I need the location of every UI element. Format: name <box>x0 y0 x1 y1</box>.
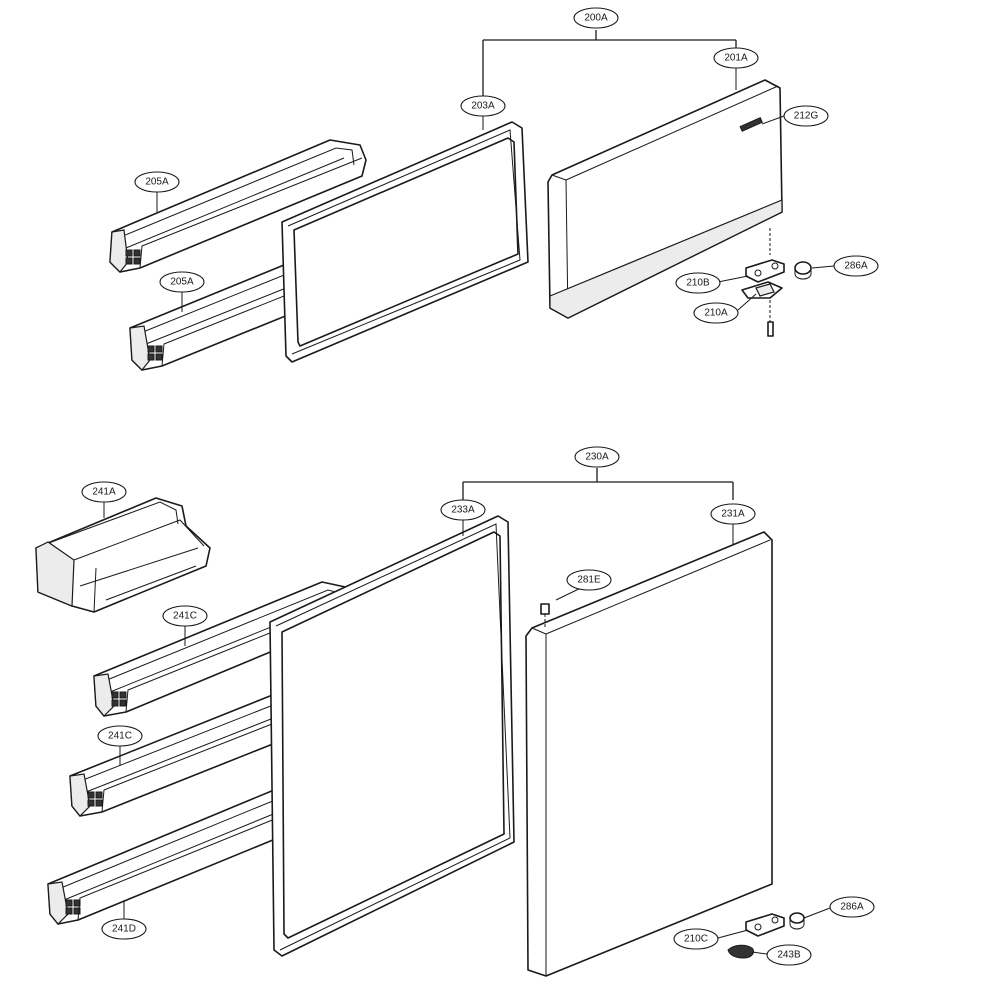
svg-text:212G: 212G <box>794 111 819 122</box>
svg-text:200A: 200A <box>584 13 608 24</box>
svg-text:243B: 243B <box>777 950 801 961</box>
door-gasket-upper <box>281 121 529 363</box>
callout-241A: 241A <box>81 481 127 503</box>
door-gasket-lower <box>269 515 515 957</box>
svg-text:241D: 241D <box>112 924 136 935</box>
svg-text:205A: 205A <box>170 277 194 288</box>
svg-text:241C: 241C <box>173 611 197 622</box>
callout-203A: 203A <box>460 95 506 117</box>
hinge-upper-parts <box>741 228 812 337</box>
svg-text:241C: 241C <box>108 731 132 742</box>
callout-210A: 210A <box>693 302 739 324</box>
svg-text:210A: 210A <box>704 308 728 319</box>
svg-text:286A: 286A <box>844 261 868 272</box>
svg-text:201A: 201A <box>724 53 748 64</box>
svg-text:205A: 205A <box>145 177 169 188</box>
door-upper <box>547 79 783 319</box>
svg-text:210C: 210C <box>684 934 708 945</box>
svg-text:281E: 281E <box>577 575 601 586</box>
svg-text:233A: 233A <box>451 505 475 516</box>
callout-241D: 241D <box>101 918 147 940</box>
callout-230A: 230A <box>574 446 620 468</box>
callout-241C-upper: 241C <box>162 605 208 627</box>
callout-210B: 210B <box>675 272 721 294</box>
callout-281E: 281E <box>566 569 612 591</box>
svg-text:286A: 286A <box>840 902 864 913</box>
door-cap-281E <box>540 603 550 628</box>
callout-233A: 233A <box>440 499 486 521</box>
callout-286A-lower: 286A <box>829 896 875 918</box>
callout-212G: 212G <box>783 105 829 127</box>
callout-243B: 243B <box>766 944 812 966</box>
svg-text:203A: 203A <box>471 101 495 112</box>
callout-205A-lower: 205A <box>159 271 205 293</box>
callout-231A: 231A <box>710 503 756 525</box>
callout-200A: 200A <box>573 7 619 29</box>
svg-text:210B: 210B <box>686 278 710 289</box>
door-lower <box>525 531 773 977</box>
callout-241C-lower: 241C <box>97 725 143 747</box>
svg-text:241A: 241A <box>92 487 116 498</box>
hinge-lower-parts <box>727 912 805 959</box>
callout-286A-upper: 286A <box>833 255 879 277</box>
door-bin-upper-1 <box>109 139 367 273</box>
door-bin-241A <box>35 497 211 613</box>
callout-205A-upper: 205A <box>134 171 180 193</box>
callout-210C: 210C <box>673 928 719 950</box>
callout-201A: 201A <box>713 47 759 69</box>
svg-text:230A: 230A <box>585 452 609 463</box>
svg-text:231A: 231A <box>721 509 745 520</box>
